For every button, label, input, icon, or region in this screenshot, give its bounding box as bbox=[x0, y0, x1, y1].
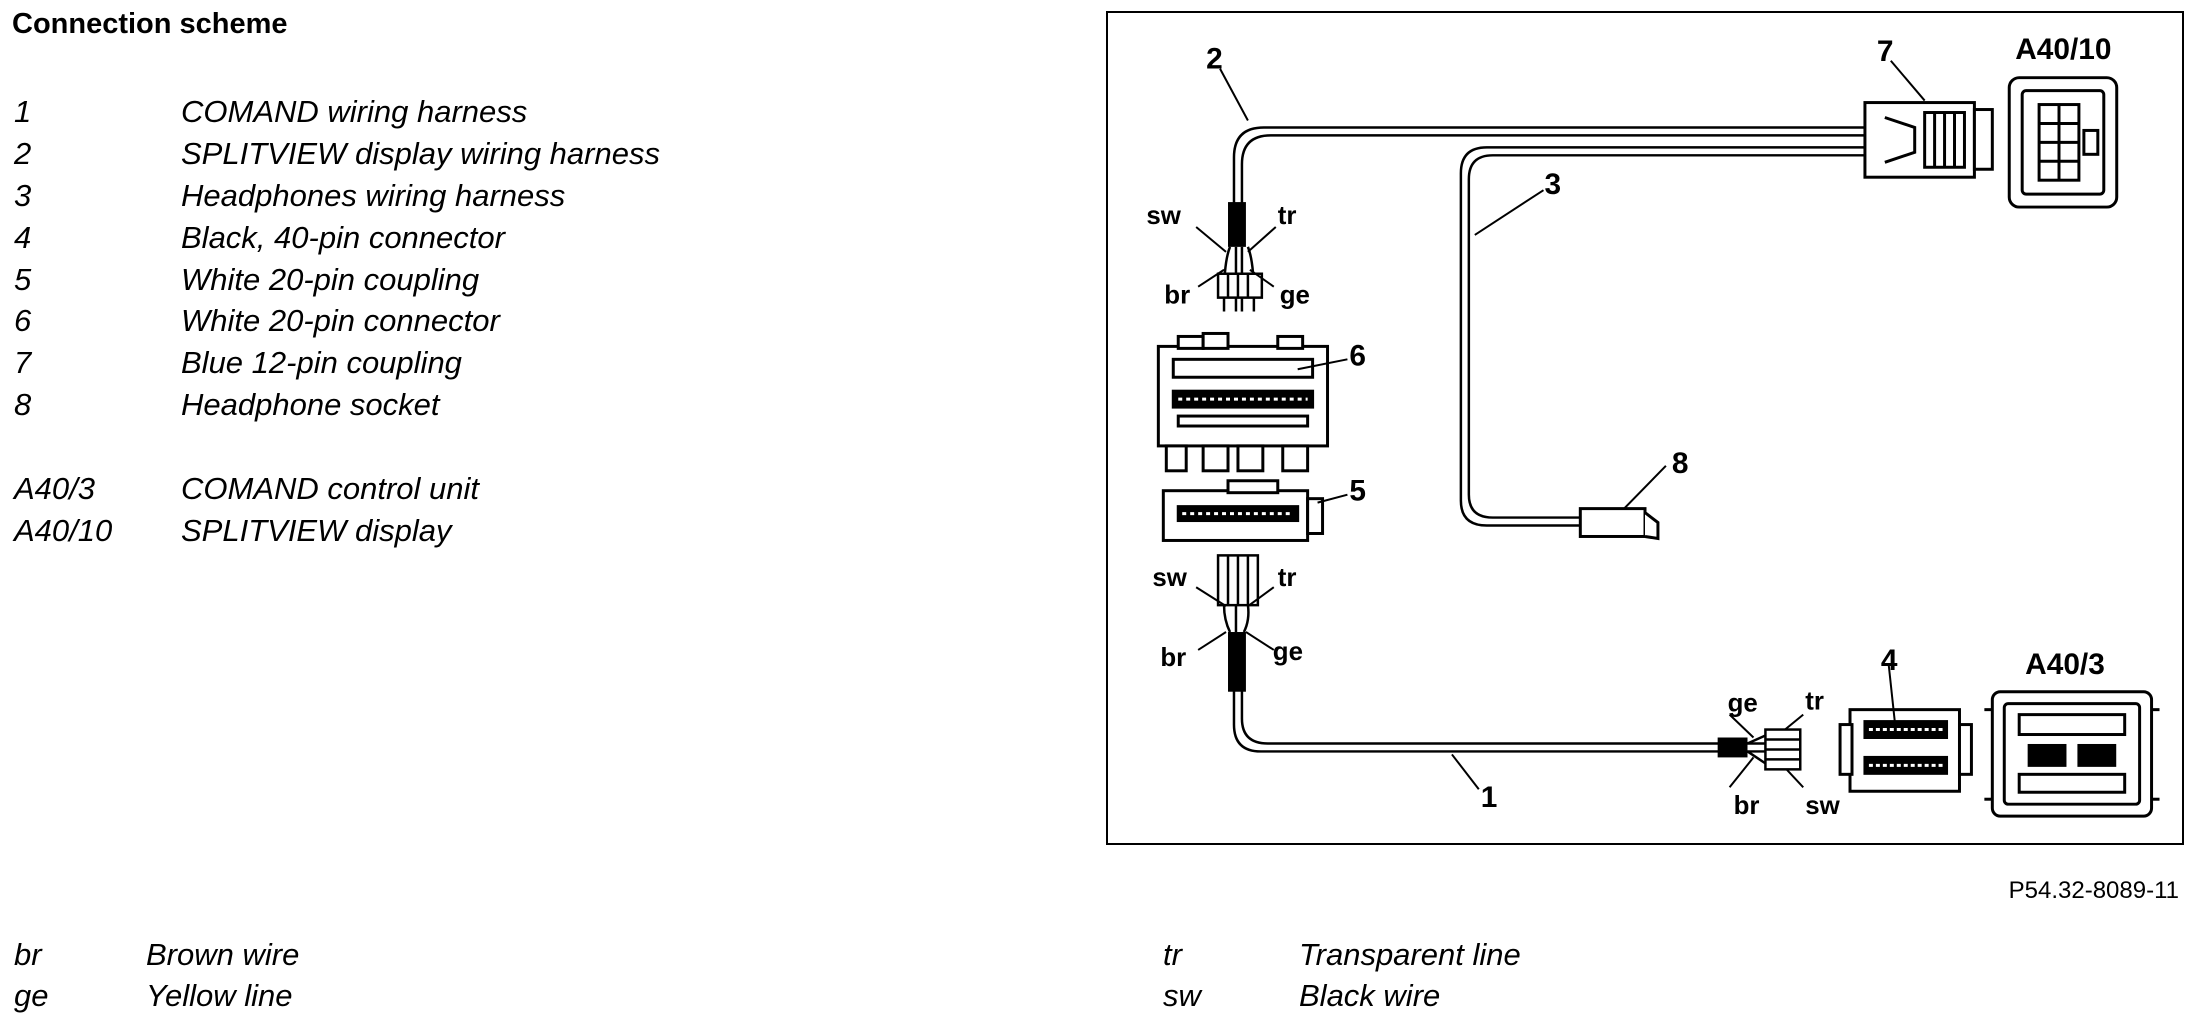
page-title: Connection scheme bbox=[12, 8, 288, 40]
legend-key: 8 bbox=[14, 387, 32, 422]
legend-key: 2 bbox=[14, 136, 32, 171]
wire-text: Black wire bbox=[1299, 978, 1441, 1013]
wire-key: br bbox=[14, 937, 42, 972]
harness-1-cable bbox=[1232, 668, 1767, 753]
legend-text: Black, 40-pin connector bbox=[181, 220, 505, 255]
wire-key: tr bbox=[1163, 937, 1182, 972]
wire-key: ge bbox=[14, 978, 49, 1013]
harness-1-end-plug bbox=[1746, 728, 1802, 771]
harness-1-end-section bbox=[1717, 737, 1748, 758]
wire-code-ge: ge bbox=[1273, 638, 1303, 666]
wire-code-sw: sw bbox=[1152, 564, 1187, 592]
callout-4: 4 bbox=[1881, 644, 1898, 677]
unit-a40-10-connector bbox=[2007, 76, 2119, 209]
legend-key: 1 bbox=[14, 94, 32, 129]
harness-1-cable-inner bbox=[1240, 668, 1767, 745]
legend-text: Blue 12-pin coupling bbox=[181, 345, 462, 380]
legend-key: 6 bbox=[14, 303, 32, 338]
harness-1-wire-bundle bbox=[1216, 554, 1260, 633]
figure-code: P54.32-8089-11 bbox=[2008, 877, 2179, 904]
callout-1: 1 bbox=[1481, 781, 1498, 814]
legend-key: 5 bbox=[14, 262, 32, 297]
legend-text: White 20-pin coupling bbox=[181, 262, 480, 297]
legend-key: 3 bbox=[14, 178, 32, 213]
legend-text: White 20-pin connector bbox=[181, 303, 500, 338]
wire-code-sw: sw bbox=[1146, 202, 1181, 230]
connector-6 bbox=[1156, 331, 1330, 473]
callout-8: 8 bbox=[1672, 447, 1689, 480]
legend-key: 4 bbox=[14, 220, 32, 255]
coupling-7 bbox=[1863, 101, 1994, 179]
callout-7: 7 bbox=[1877, 35, 1894, 68]
callout-5: 5 bbox=[1349, 475, 1366, 508]
legend-key: A40/10 bbox=[14, 513, 113, 548]
legend-text: COMAND control unit bbox=[181, 471, 480, 506]
wire-code-tr: tr bbox=[1278, 564, 1297, 592]
wire-code-br: br bbox=[1164, 282, 1190, 310]
callout-leaders bbox=[1219, 60, 1926, 790]
harness-3-cable-inner bbox=[1467, 154, 1867, 519]
harness-2-cable bbox=[1232, 126, 1867, 204]
harness-1-black-section bbox=[1228, 632, 1246, 692]
unit-a40-3-connector bbox=[1984, 690, 2160, 818]
harness-2-cable-inner bbox=[1240, 134, 1867, 204]
legend-text: SPLITVIEW display wiring harness bbox=[181, 136, 660, 171]
legend-key: A40/3 bbox=[14, 471, 96, 506]
callout-6: 6 bbox=[1349, 339, 1366, 372]
callout-2: 2 bbox=[1206, 43, 1223, 76]
diagram-svg: 2 3 4 6 5 7 8 1 A40/10 A40/3 sw tr br ge… bbox=[1146, 33, 2160, 820]
connection-diagram: 2 3 4 6 5 7 8 1 A40/10 A40/3 sw tr br ge… bbox=[1106, 11, 2184, 845]
wire-text: Brown wire bbox=[146, 937, 300, 972]
legend-text: COMAND wiring harness bbox=[181, 94, 528, 129]
wire-code-br: br bbox=[1734, 792, 1760, 820]
legend-text: Headphones wiring harness bbox=[181, 178, 566, 213]
legend-key: 7 bbox=[14, 345, 32, 380]
wire-key: sw bbox=[1163, 978, 1201, 1013]
wire-code-tr: tr bbox=[1805, 688, 1824, 716]
wire-code-sw: sw bbox=[1805, 792, 1840, 820]
legend-text: SPLITVIEW display bbox=[181, 513, 452, 548]
wire-text: Transparent line bbox=[1299, 937, 1521, 972]
callout-3: 3 bbox=[1544, 168, 1561, 201]
harness-2-wire-bundle bbox=[1216, 246, 1264, 312]
legend-text: Headphone socket bbox=[181, 387, 440, 422]
unit-a40-10-label: A40/10 bbox=[2015, 33, 2111, 66]
harness-3-cable bbox=[1459, 146, 1867, 527]
harness-2-black-section bbox=[1228, 202, 1246, 247]
wire-code-ge: ge bbox=[1280, 282, 1310, 310]
wire-text: Yellow line bbox=[146, 978, 293, 1013]
wire-code-tr: tr bbox=[1278, 202, 1297, 230]
wire-code-ge: ge bbox=[1728, 690, 1758, 718]
unit-a40-3-label: A40/3 bbox=[2025, 648, 2105, 681]
wire-code-br: br bbox=[1160, 644, 1186, 672]
connector-4 bbox=[1838, 708, 1973, 793]
headphone-socket-8 bbox=[1578, 507, 1660, 541]
coupling-5 bbox=[1161, 479, 1325, 542]
